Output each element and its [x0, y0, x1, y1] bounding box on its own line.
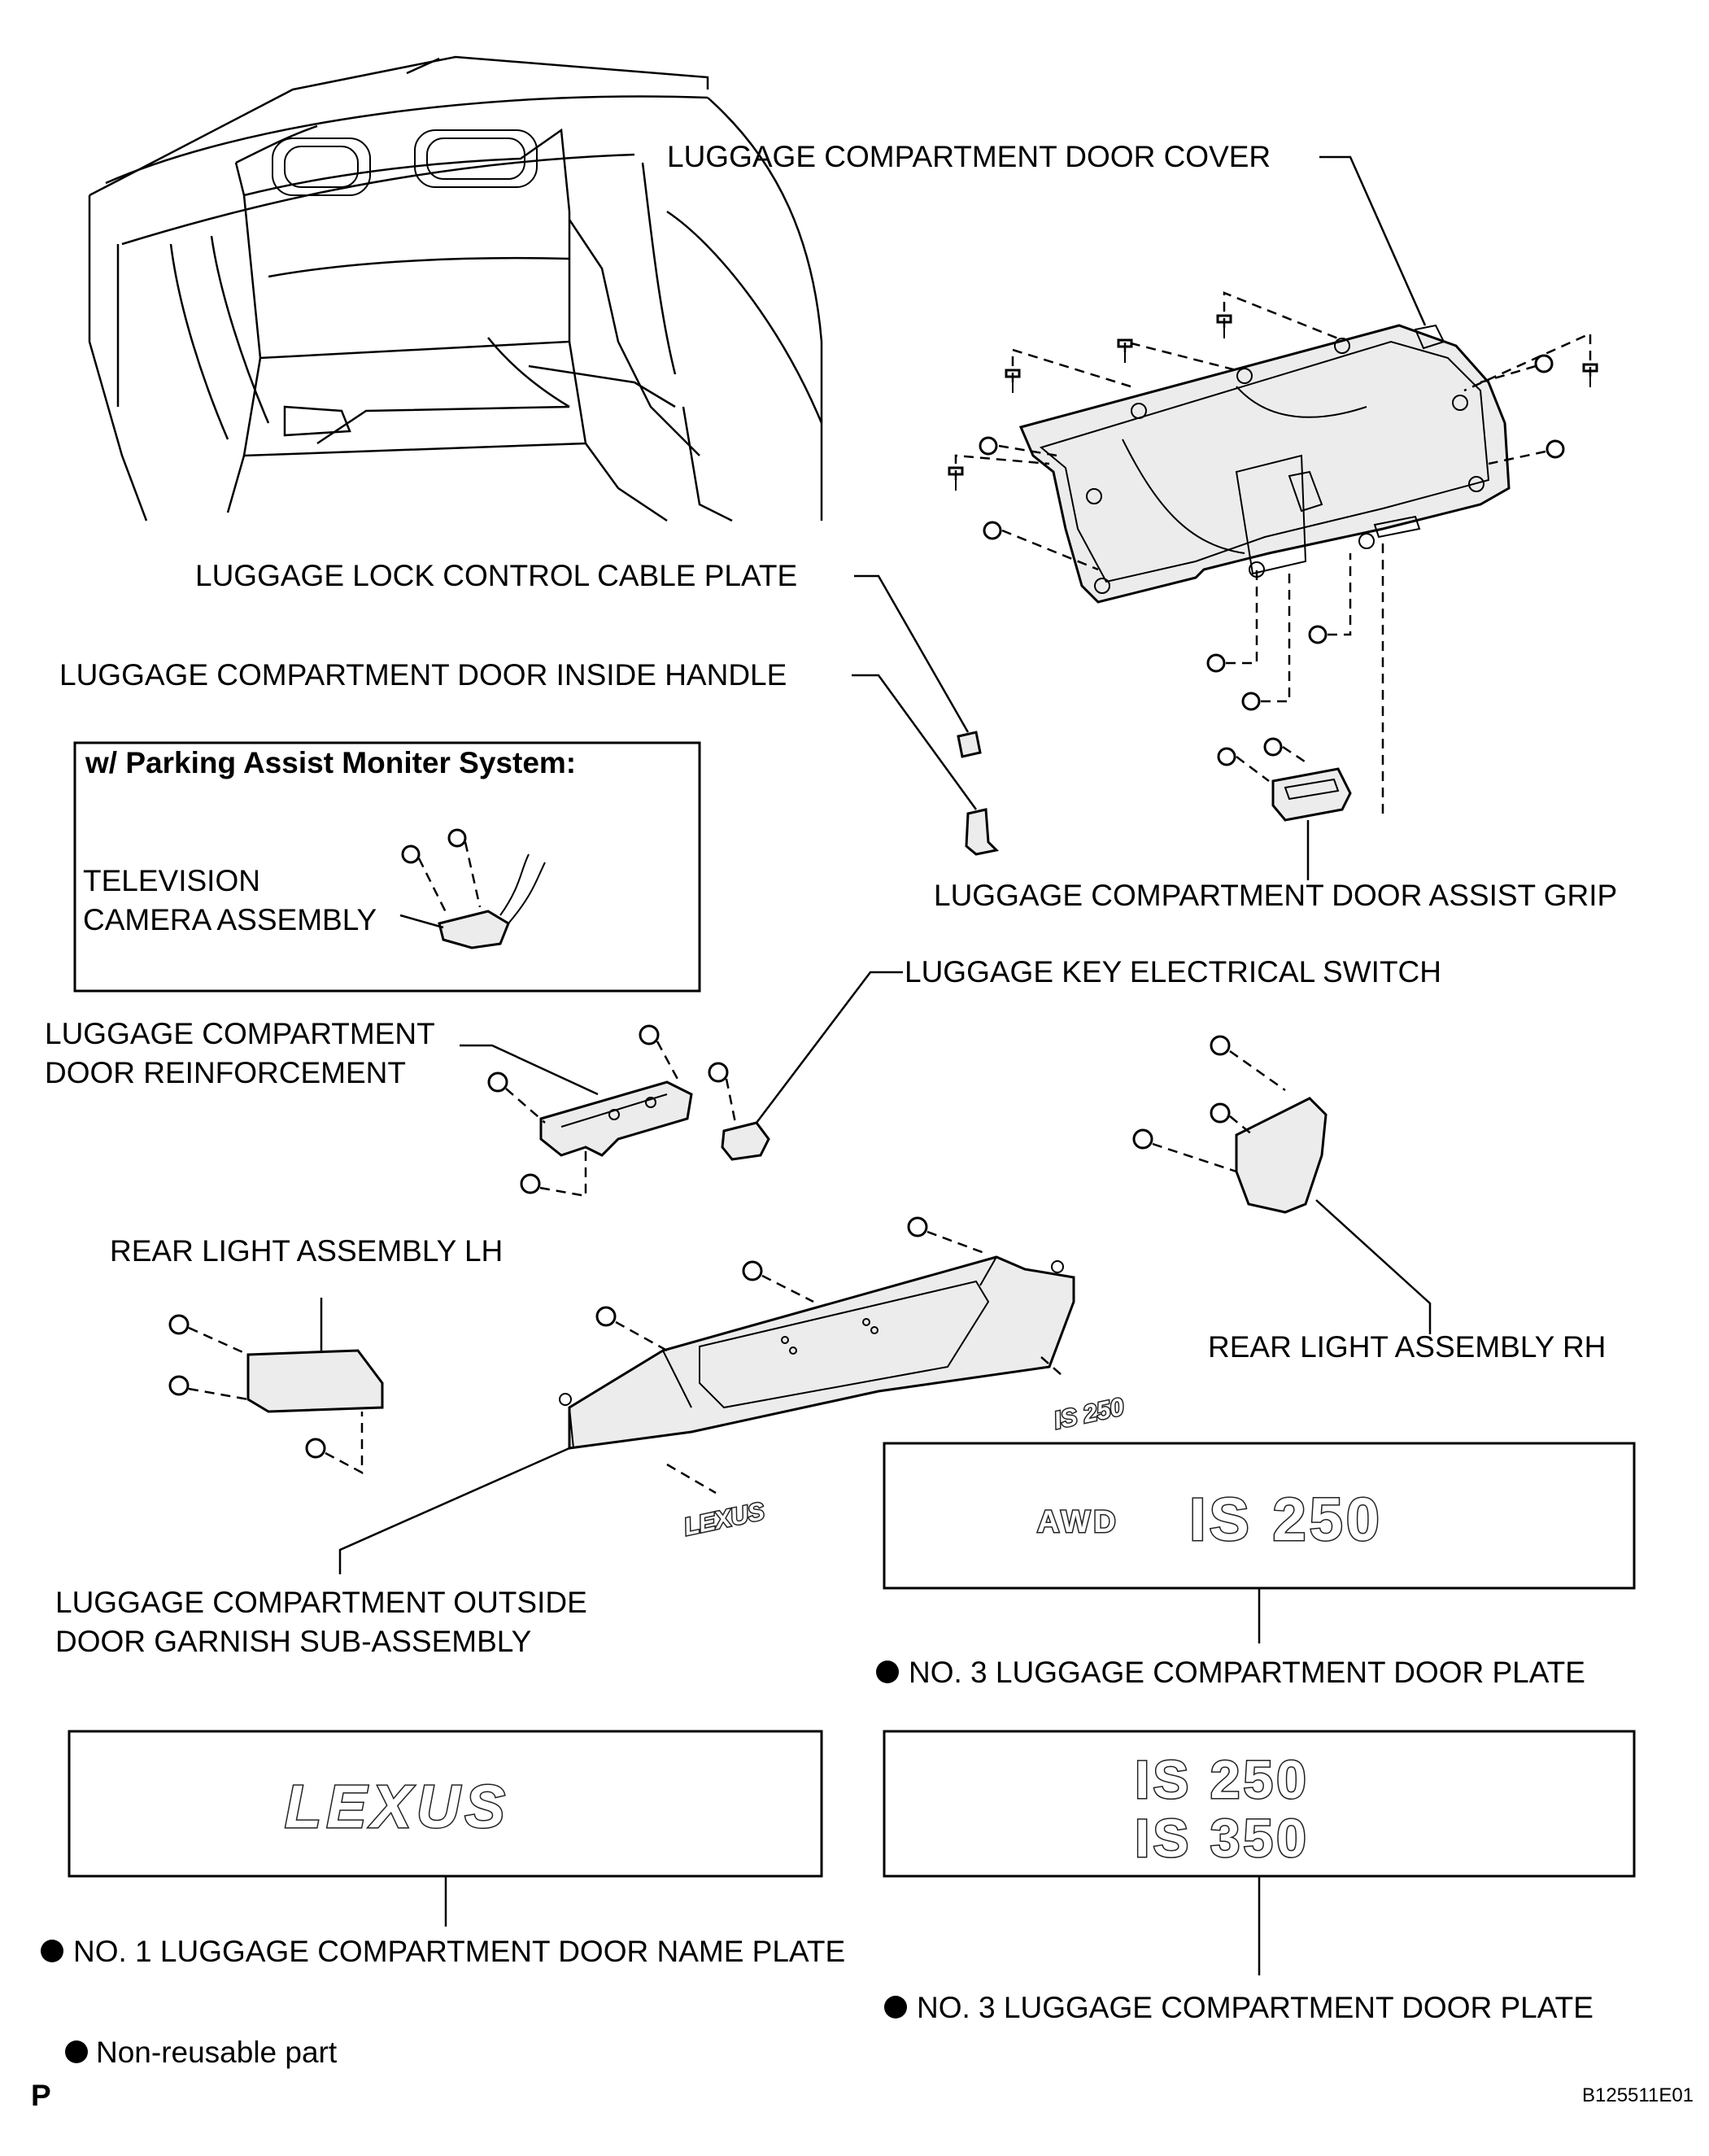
inset-title: w/ Parking Assist Moniter System: — [85, 746, 576, 779]
garnish-lexus-emblem: LEXUS — [682, 1498, 767, 1541]
reinforcement-nuts — [487, 1024, 738, 1198]
outside-door-garnish-part — [559, 1216, 1075, 1495]
figure-code: B125511E01 — [1582, 2084, 1694, 2106]
label-camera-2: CAMERA ASSEMBLY — [83, 903, 377, 936]
label-garnish-1: LUGGAGE COMPARTMENT OUTSIDE — [55, 1586, 587, 1619]
rear-light-lh-part — [168, 1314, 384, 1475]
nonreusable-dot — [876, 1661, 899, 1683]
label-camera-1: TELEVISION — [83, 864, 260, 897]
legend-text: Non-reusable part — [96, 2036, 338, 2069]
cover-clips — [948, 314, 1598, 766]
is250-badge-b: IS 250 — [1135, 1749, 1310, 1809]
nonreusable-dot — [884, 1996, 907, 2019]
label-no1-plate: NO. 1 LUGGAGE COMPARTMENT DOOR NAME PLAT… — [73, 1935, 845, 1968]
awd-badge: AWD — [1037, 1505, 1119, 1539]
cable-plate-part — [957, 731, 982, 758]
label-reinforcement-1: LUGGAGE COMPARTMENT — [45, 1017, 435, 1050]
garnish-is250-emblem: IS 250 — [1052, 1394, 1127, 1434]
vehicle-trunk-illustration — [88, 55, 823, 522]
is250-badge-a: IS 250 — [1189, 1486, 1383, 1553]
door-reinforcement-part — [539, 1080, 693, 1157]
luggage-compartment-door-cover-part — [1018, 324, 1511, 604]
label-rear-light-rh: REAR LIGHT ASSEMBLY RH — [1208, 1330, 1606, 1364]
is350-badge: IS 350 — [1135, 1808, 1310, 1868]
label-key-switch: LUGGAGE KEY ELECTRICAL SWITCH — [905, 955, 1441, 989]
legend-dot — [65, 2040, 88, 2063]
label-inside-handle: LUGGAGE COMPARTMENT DOOR INSIDE HANDLE — [59, 658, 787, 692]
label-rear-light-lh: REAR LIGHT ASSEMBLY LH — [110, 1234, 503, 1268]
label-no3-plate-a: NO. 3 LUGGAGE COMPARTMENT DOOR PLATE — [909, 1656, 1585, 1689]
label-leader-lines — [320, 155, 1432, 1975]
nonreusable-dot — [41, 1940, 63, 1962]
label-door-cover: LUGGAGE COMPARTMENT DOOR COVER — [667, 140, 1271, 173]
label-garnish-2: DOOR GARNISH SUB-ASSEMBLY — [55, 1625, 531, 1658]
label-cable-plate: LUGGAGE LOCK CONTROL CABLE PLATE — [195, 559, 797, 592]
footer-letter: P — [31, 2079, 51, 2112]
key-switch-part — [721, 1121, 770, 1161]
rear-light-rh-part — [1132, 1035, 1328, 1214]
parking-assist-inset — [73, 741, 701, 993]
label-reinforcement-2: DOOR REINFORCEMENT — [45, 1056, 406, 1089]
inside-handle-part — [965, 808, 1000, 856]
label-assist-grip: LUGGAGE COMPARTMENT DOOR ASSIST GRIP — [934, 879, 1617, 912]
lexus-badge: LEXUS — [285, 1773, 510, 1840]
assist-grip-part — [1271, 767, 1352, 822]
label-no3-plate-b: NO. 3 LUGGAGE COMPARTMENT DOOR PLATE — [917, 1991, 1593, 2024]
cover-dashed-leaders — [954, 291, 1592, 814]
